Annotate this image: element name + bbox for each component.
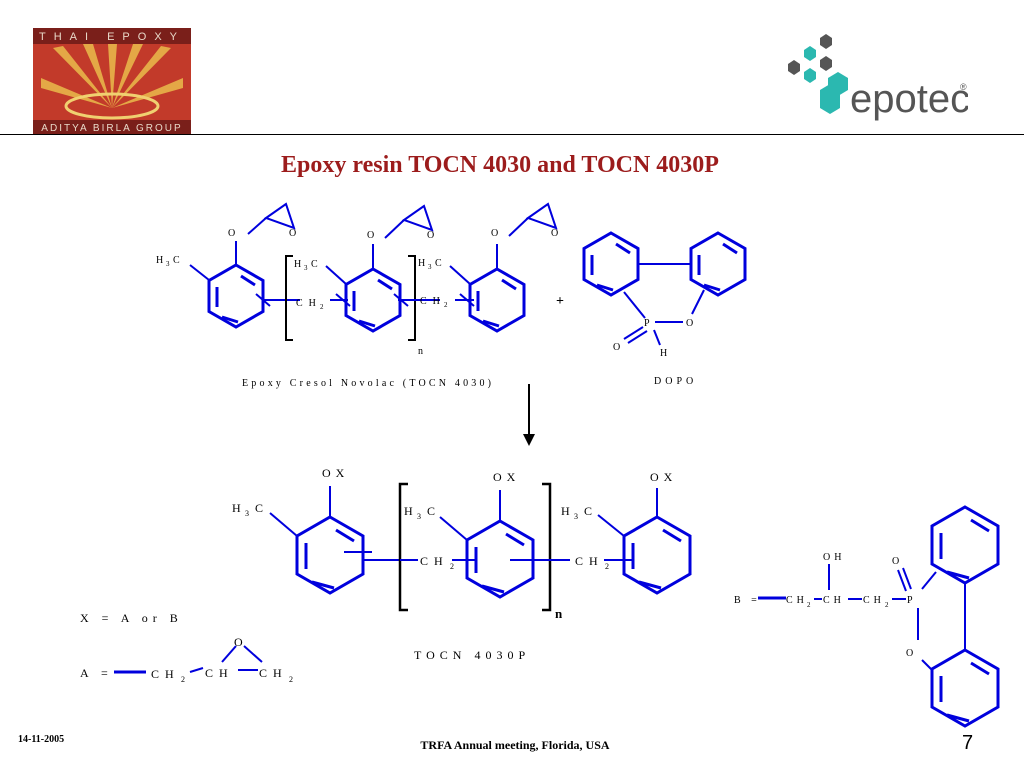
phosphorus-label: P bbox=[644, 318, 650, 329]
h3c-subscript: 3 bbox=[417, 512, 421, 521]
ch2-label: CH bbox=[420, 554, 449, 568]
registered-mark: ® bbox=[960, 82, 967, 92]
h3c-h: H bbox=[232, 501, 241, 515]
b-ring-oxygen: O bbox=[906, 648, 913, 659]
a-ch2-subscript: 2 bbox=[181, 675, 185, 684]
b-oxo-oxygen: O bbox=[892, 556, 899, 567]
page-number: 7 bbox=[962, 732, 974, 754]
b-ch2: CH bbox=[786, 595, 808, 606]
h3c-subscript: 3 bbox=[166, 260, 170, 268]
benzene-ring bbox=[468, 267, 526, 333]
b-label: B = bbox=[734, 595, 761, 606]
a-label: A = bbox=[80, 666, 113, 680]
x-definition: X = A or B bbox=[80, 611, 183, 625]
h3c-h: H bbox=[404, 504, 413, 518]
b-ch2-subscript: 2 bbox=[807, 601, 811, 609]
a-ch2: CH bbox=[151, 667, 180, 681]
oxygen-label: O bbox=[491, 228, 498, 239]
h3c-c: C bbox=[255, 501, 263, 515]
ch2-label: CH bbox=[296, 298, 322, 309]
b-ch: CH bbox=[823, 595, 845, 606]
h3c-subscript: 3 bbox=[304, 264, 308, 272]
b-ch2-subscript: 2 bbox=[885, 601, 889, 609]
footer-date: 14-11-2005 bbox=[18, 734, 65, 745]
oxygen-label: O bbox=[367, 230, 374, 241]
logo-top-text: THAI EPOXY bbox=[39, 31, 185, 43]
a-ch: CH bbox=[205, 666, 234, 680]
dopo-caption: DOPO bbox=[654, 376, 697, 387]
logo-bottom-text: ADITYA BIRLA GROUP bbox=[41, 123, 182, 134]
oxygen-label: O bbox=[289, 228, 296, 239]
ox-label: OX bbox=[322, 466, 349, 480]
b-hydroxyl: OH bbox=[823, 552, 845, 563]
ch2-subscript: 2 bbox=[320, 303, 324, 311]
ch2-subscript: 2 bbox=[450, 562, 454, 571]
ch2-subscript: 2 bbox=[444, 301, 448, 309]
epoxy-caption: Epoxy Cresol Novolac (TOCN 4030) bbox=[242, 378, 494, 389]
h3c-h: H bbox=[561, 504, 570, 518]
benzene-ring bbox=[930, 648, 1000, 728]
benzene-ring bbox=[930, 505, 1000, 585]
h3c-subscript: 3 bbox=[245, 509, 249, 518]
hydrogen-label: H bbox=[660, 348, 667, 359]
epoxide-oxygen: O bbox=[234, 635, 243, 649]
h3c-c: C bbox=[584, 504, 592, 518]
h3c-c: C bbox=[311, 259, 318, 270]
repeat-n: n bbox=[555, 606, 563, 621]
a-ch2-terminal: CH bbox=[259, 666, 288, 680]
benzene-ring bbox=[207, 263, 265, 329]
slide-title: Epoxy resin TOCN 4030 and TOCN 4030P bbox=[281, 152, 719, 178]
h3c-h: H bbox=[418, 258, 425, 269]
product-caption: TOCN 4030P bbox=[414, 648, 530, 662]
h3c-h: H bbox=[294, 259, 301, 270]
benzene-ring bbox=[582, 231, 640, 297]
header-divider bbox=[0, 134, 1024, 135]
h3c-subscript: 3 bbox=[428, 263, 432, 271]
epotec-wordmark: epotec bbox=[850, 77, 968, 121]
oxygen-label: O bbox=[686, 318, 693, 329]
b-ch2-second: CH bbox=[863, 595, 885, 606]
b-phosphorus: P bbox=[907, 595, 913, 606]
ch2-subscript: 2 bbox=[605, 562, 609, 571]
footer-meeting: TRFA Annual meeting, Florida, USA bbox=[420, 738, 610, 752]
ch2-label: CH bbox=[420, 296, 446, 307]
benzene-ring bbox=[689, 231, 747, 297]
epotec-logo: epotec ® bbox=[788, 34, 968, 121]
ox-label: OX bbox=[650, 470, 677, 484]
oxygen-label: O bbox=[613, 342, 620, 353]
benzene-ring bbox=[295, 515, 365, 595]
repeat-n: n bbox=[418, 346, 423, 357]
h3c-c: C bbox=[427, 504, 435, 518]
a-ch2-subscript: 2 bbox=[289, 675, 293, 684]
h3c-c: C bbox=[173, 255, 180, 266]
thai-epoxy-logo: THAI EPOXY ADITYA BIRLA GROUP bbox=[33, 28, 191, 134]
oxygen-label: O bbox=[228, 228, 235, 239]
ox-label: OX bbox=[493, 470, 520, 484]
oxygen-label: O bbox=[551, 228, 558, 239]
h3c-h: H bbox=[156, 255, 163, 266]
ch2-label: CH bbox=[575, 554, 604, 568]
benzene-ring bbox=[344, 267, 402, 333]
oxygen-label: O bbox=[427, 230, 434, 241]
h3c-subscript: 3 bbox=[574, 512, 578, 521]
benzene-ring bbox=[622, 515, 692, 595]
plus-sign: + bbox=[556, 294, 564, 309]
h3c-c: C bbox=[435, 258, 442, 269]
